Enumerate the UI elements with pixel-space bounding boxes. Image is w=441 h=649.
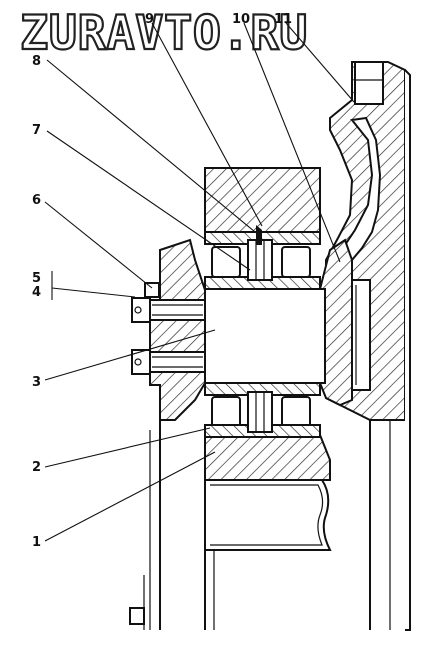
- callout-9: 9: [145, 12, 154, 27]
- bearing-upper: [204, 225, 321, 290]
- callout-1: 1: [32, 535, 41, 550]
- callout-8: 8: [32, 54, 41, 69]
- callout-2: 2: [32, 460, 41, 475]
- callout-4: 4: [32, 285, 41, 300]
- callout-7: 7: [32, 123, 41, 138]
- callout-labels: 1 2 3 4 5 6 7 8 9 10 11: [32, 12, 292, 550]
- bolt-lower: [131, 349, 206, 375]
- leader-lines: [44, 22, 355, 542]
- bottom-bolt-detail: [129, 575, 145, 630]
- axle-spindle-part-3: [204, 238, 353, 407]
- hub-cap-flange-part-6: [149, 238, 206, 630]
- callout-6: 6: [32, 193, 41, 208]
- bearing-lower: [204, 382, 321, 438]
- watermark-text: ZURAVTO.RU: [20, 6, 308, 61]
- callout-10: 10: [232, 12, 250, 27]
- bolt-upper: [131, 297, 206, 323]
- callout-3: 3: [32, 375, 41, 390]
- callout-5: 5: [32, 271, 41, 286]
- washer-part-5: [144, 282, 160, 298]
- callout-11: 11: [274, 12, 292, 27]
